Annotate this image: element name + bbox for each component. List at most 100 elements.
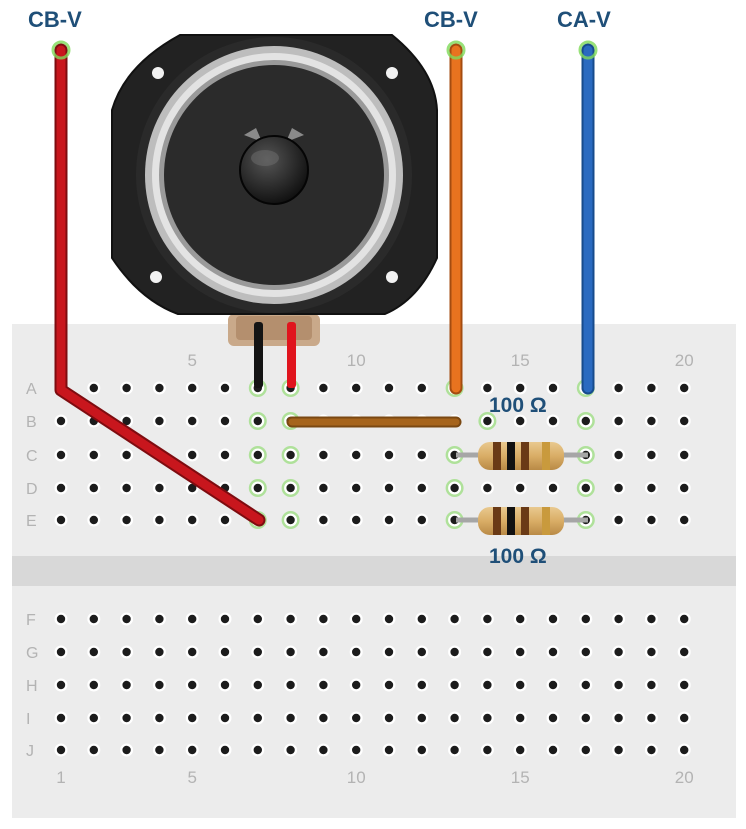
breadboard-hole: [87, 381, 101, 395]
breadboard-hole: [644, 381, 658, 395]
breadboard-hole: [185, 513, 199, 527]
breadboard-hole: [644, 481, 658, 495]
breadboard-hole: [87, 612, 101, 626]
breadboard-hole: [448, 678, 462, 692]
breadboard-hole: [480, 645, 494, 659]
breadboard-hole: [448, 612, 462, 626]
top-resistor-label: 100 Ω: [489, 394, 547, 417]
speaker-mount-hole: [386, 67, 398, 79]
orange-wire-label: CB-V: [424, 7, 478, 32]
breadboard-hole: [152, 481, 166, 495]
column-number: 15: [511, 351, 530, 370]
breadboard-hole: [251, 678, 265, 692]
breadboard-hole: [513, 381, 527, 395]
breadboard-hole: [185, 645, 199, 659]
breadboard-hole: [480, 481, 494, 495]
breadboard-hole: [87, 678, 101, 692]
row-label: H: [26, 678, 38, 695]
breadboard-hole: [152, 711, 166, 725]
breadboard-hole: [349, 513, 363, 527]
breadboard-hole: [415, 612, 429, 626]
breadboard-hole: [54, 448, 68, 462]
red-wire: [51, 40, 266, 527]
row-label: B: [26, 414, 37, 431]
breadboard-hole: [612, 645, 626, 659]
breadboard-hole: [54, 612, 68, 626]
breadboard-hole: [251, 711, 265, 725]
breadboard-hole: [281, 511, 300, 529]
row-label: G: [26, 645, 38, 662]
breadboard-hole: [120, 743, 134, 757]
breadboard-hole: [185, 381, 199, 395]
breadboard-hole: [480, 711, 494, 725]
bottom-resistor-label: 100 Ω: [489, 545, 547, 568]
column-number: 1: [56, 768, 65, 787]
breadboard-hole: [316, 513, 330, 527]
breadboard-hole: [579, 678, 593, 692]
breadboard-hole: [576, 412, 595, 430]
column-number: 10: [347, 351, 366, 370]
breadboard-hole: [152, 678, 166, 692]
breadboard-hole: [644, 711, 658, 725]
breadboard-hole: [185, 414, 199, 428]
breadboard-hole: [382, 711, 396, 725]
breadboard-hole: [579, 711, 593, 725]
resistor-icon: [456, 507, 588, 535]
breadboard-bottom-half: [12, 586, 736, 818]
breadboard-hole: [248, 446, 267, 464]
breadboard-hole: [284, 612, 298, 626]
breadboard-hole: [576, 479, 595, 497]
breadboard-hole: [546, 645, 560, 659]
breadboard-hole: [382, 448, 396, 462]
breadboard-hole: [152, 381, 166, 395]
breadboard-hole: [152, 612, 166, 626]
breadboard-hole: [546, 743, 560, 757]
speaker-red-lead: [287, 322, 296, 388]
breadboard-hole: [120, 612, 134, 626]
breadboard-hole: [218, 743, 232, 757]
row-label: I: [26, 711, 30, 728]
breadboard-hole: [546, 711, 560, 725]
breadboard-hole: [478, 412, 497, 430]
breadboard-hole: [415, 448, 429, 462]
breadboard-hole: [218, 414, 232, 428]
breadboard-hole: [415, 743, 429, 757]
breadboard-hole: [677, 381, 691, 395]
left-wire-label: CB-V: [28, 7, 82, 32]
breadboard-hole: [546, 612, 560, 626]
breadboard-hole: [54, 414, 68, 428]
breadboard-hole: [382, 612, 396, 626]
breadboard-hole: [415, 513, 429, 527]
breadboard-hole: [349, 711, 363, 725]
breadboard-hole: [579, 612, 593, 626]
breadboard-hole: [677, 448, 691, 462]
breadboard-hole: [87, 711, 101, 725]
row-label: C: [26, 448, 38, 465]
breadboard-hole: [87, 513, 101, 527]
breadboard-hole: [415, 381, 429, 395]
breadboard-hole: [612, 448, 626, 462]
breadboard-hole: [415, 645, 429, 659]
breadboard-hole: [445, 446, 464, 464]
breadboard-hole: [316, 381, 330, 395]
breadboard-hole: [185, 743, 199, 757]
breadboard-hole: [415, 481, 429, 495]
breadboard-hole: [87, 645, 101, 659]
breadboard-hole: [218, 513, 232, 527]
speaker-dust-cap: [239, 135, 309, 205]
breadboard-hole: [218, 678, 232, 692]
breadboard-hole: [677, 711, 691, 725]
breadboard-hole: [677, 743, 691, 757]
breadboard-hole: [316, 612, 330, 626]
breadboard-hole: [87, 743, 101, 757]
breadboard-hole: [415, 678, 429, 692]
row-label: D: [26, 481, 38, 498]
column-number: 5: [187, 351, 196, 370]
breadboard-hole: [284, 711, 298, 725]
breadboard-hole: [448, 743, 462, 757]
breadboard-hole: [382, 645, 396, 659]
breadboard-center-channel: [12, 556, 736, 586]
